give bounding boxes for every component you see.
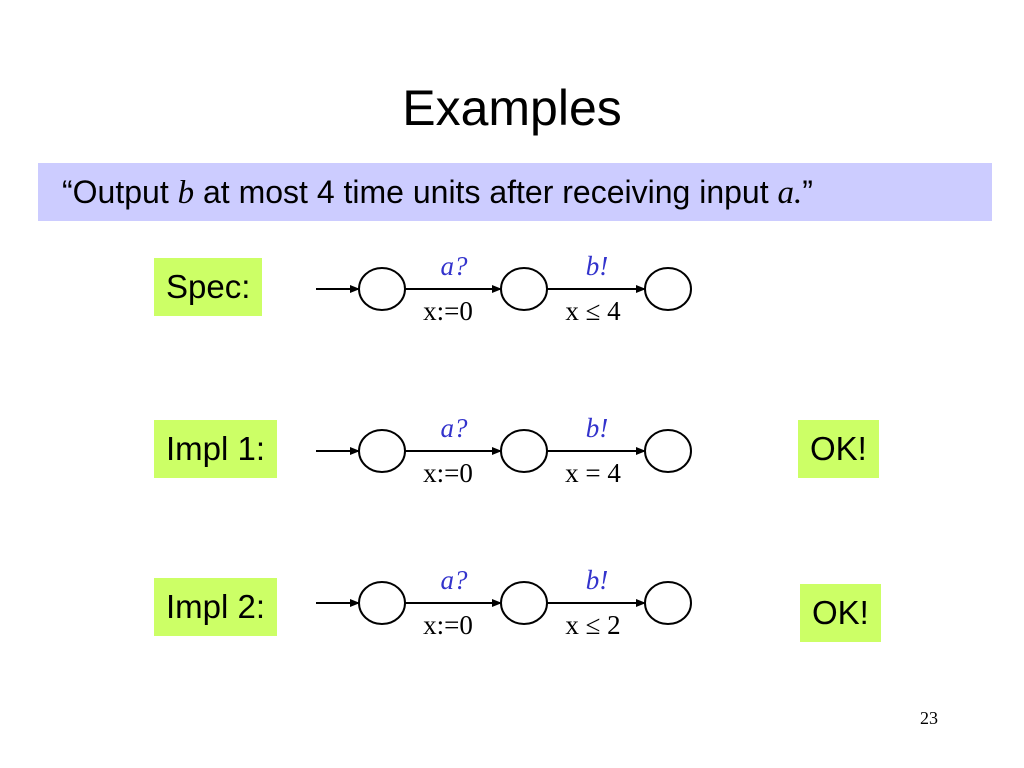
reset-label: x:=0: [423, 610, 473, 640]
impl2-label: Impl 2:: [154, 578, 278, 636]
input-action-label: a?: [441, 251, 469, 281]
quote-close: ”: [802, 174, 813, 210]
impl1-verdict: OK!: [798, 420, 879, 478]
impl2-verdict: OK!: [800, 584, 881, 642]
state-initial: [358, 581, 406, 625]
quote-open: “Output: [62, 174, 178, 210]
input-action-label: a?: [441, 413, 469, 443]
spec-label: Spec:: [154, 258, 263, 316]
page-number: 23: [920, 708, 938, 728]
output-action-label: b!: [586, 251, 609, 281]
spec-automaton: a? x:=0 b! x ≤ 4: [316, 251, 692, 326]
reset-label: x:=0: [423, 458, 473, 488]
state-initial: [358, 429, 406, 473]
output-action-label: b!: [586, 565, 609, 595]
guard-label: x ≤ 4: [565, 296, 621, 326]
state-initial: [358, 267, 406, 311]
output-action-label: b!: [586, 413, 609, 443]
state-done: [644, 429, 692, 473]
impl2-automaton: a? x:=0 b! x ≤ 2: [316, 565, 692, 640]
quote-a: a.: [777, 175, 803, 211]
state-done: [644, 267, 692, 311]
state-done: [644, 581, 692, 625]
state-waiting: [500, 267, 548, 311]
guard-label: x = 4: [565, 458, 621, 488]
state-waiting: [500, 581, 548, 625]
input-action-label: a?: [441, 565, 469, 595]
requirement-quote: “Output b at most 4 time units after rec…: [38, 163, 992, 221]
slide-title: Examples: [402, 80, 622, 136]
quote-b: b: [177, 175, 195, 211]
guard-label: x ≤ 2: [565, 610, 620, 640]
impl1-automaton: a? x:=0 b! x = 4: [316, 413, 692, 488]
reset-label: x:=0: [423, 296, 473, 326]
impl1-label: Impl 1:: [154, 420, 278, 478]
quote-middle: at most 4 time units after receiving inp…: [194, 174, 778, 210]
state-waiting: [500, 429, 548, 473]
